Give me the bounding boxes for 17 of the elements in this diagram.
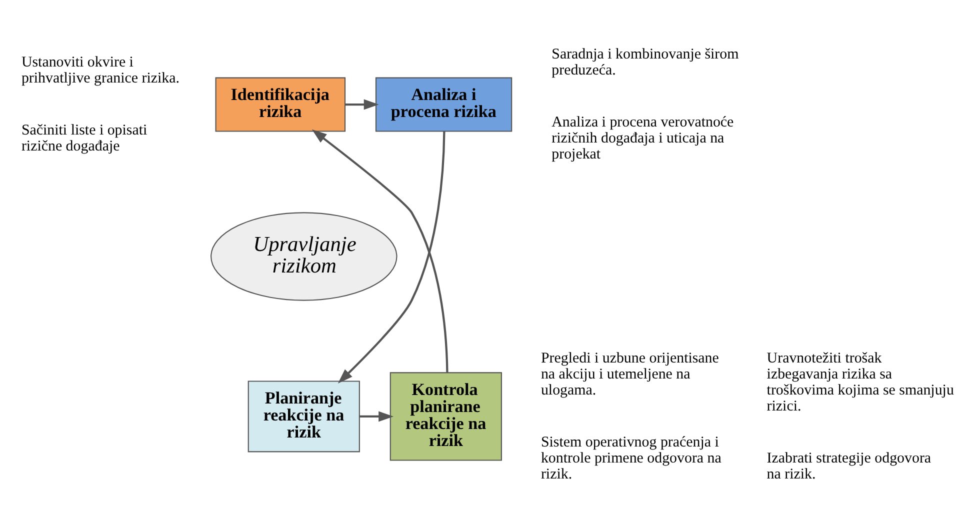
node-label: Izabrati strategije odgovora na rizik. (766, 450, 932, 482)
node-label: Sačiniti liste i opisati rizične događaje (21, 122, 148, 154)
node-box: Analiza i procena rizika (375, 76, 512, 132)
node-box: Kontrola planirane reakcije na rizik (390, 372, 502, 460)
node-label: Ustanoviti okvire i prihvatljive granice rizika. (21, 54, 180, 86)
node-ellipse: Upravljanje rizikom (210, 212, 398, 300)
node-label: Analiza i procena verovatnoće rizičnih događaja i uticaja na projekat (552, 114, 734, 162)
node-box: Identifikacija rizika (215, 76, 346, 132)
node-label: Pregledi i uzbune orijentisane na akciju i utemeljene na ulogama. (540, 350, 719, 398)
arrow (338, 130, 446, 383)
arrow (312, 128, 448, 372)
node-label: Saradnja i kombinovanje širom preduzeća. (552, 46, 739, 78)
node-box: Planiranje reakcije na rizik (248, 380, 360, 452)
arrow (345, 98, 379, 110)
arrow (360, 410, 394, 422)
node-label: Sistem operativnog praćenja i kontrole primene odgovora na rizik. (540, 434, 722, 482)
node-label: Uravnotežiti trošak izbegavanja rizika sa troškovima kojima se smanjuju rizici. (766, 350, 954, 414)
